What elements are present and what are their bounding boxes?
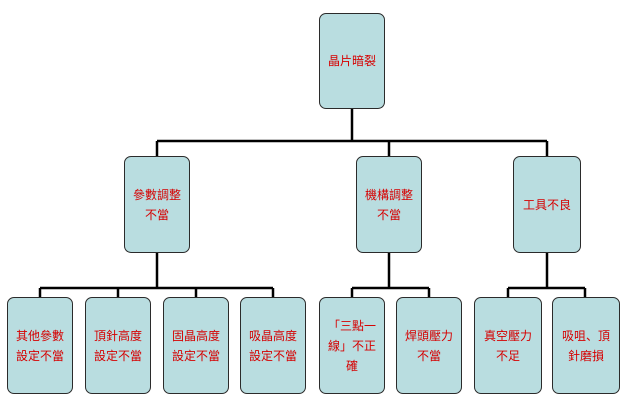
leaf-node-label: 「三點一 線」不正 確 [327, 318, 376, 373]
branch-node-parameter-adjustment: 參數調整 不當 [124, 156, 190, 253]
leaf-node-label: 吸咀、頂 針磨損 [561, 328, 610, 363]
leaf-node-label: 固晶高度 設定不當 [171, 328, 220, 363]
leaf-node: 固晶高度 設定不當 [163, 297, 229, 394]
leaf-node-label: 焊頭壓力 不當 [404, 328, 453, 363]
leaf-node: 頂針高度 設定不當 [85, 297, 151, 394]
branch-node-tool-defect: 工具不良 [513, 156, 581, 253]
leaf-node: 其他參數 設定不當 [7, 297, 73, 394]
branch-node-mechanism-adjustment: 機構調整 不當 [356, 156, 422, 253]
leaf-node: 吸晶高度 設定不當 [240, 297, 306, 394]
root-node-label: 晶片暗裂 [327, 54, 376, 68]
branch-node-label: 工具不良 [522, 197, 571, 212]
leaf-node: 吸咀、頂 針磨損 [552, 297, 620, 394]
leaf-node: 真空壓力 不足 [474, 297, 542, 394]
leaf-node-label: 頂針高度 設定不當 [93, 328, 142, 363]
branch-node-label: 機構調整 不當 [364, 187, 413, 222]
leaf-node-label: 真空壓力 不足 [483, 328, 532, 363]
leaf-node-label: 其他參數 設定不當 [15, 328, 64, 363]
branch-node-label: 參數調整 不當 [132, 187, 181, 222]
leaf-node: 焊頭壓力 不當 [396, 297, 462, 394]
leaf-node: 「三點一 線」不正 確 [319, 297, 385, 394]
leaf-node-label: 吸晶高度 設定不當 [248, 328, 297, 363]
root-node: 晶片暗裂 [319, 13, 385, 109]
